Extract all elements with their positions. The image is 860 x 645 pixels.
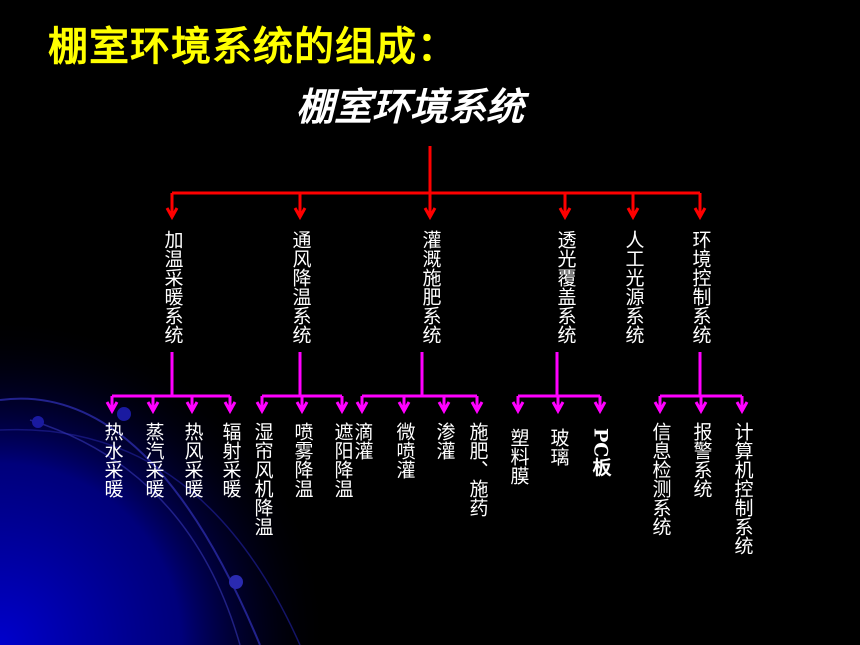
category-label: 灌溉施肥系统 — [419, 230, 442, 344]
leaf-arrow — [593, 401, 607, 415]
leaf-arrow — [146, 401, 160, 415]
category-label: 通风降温系统 — [289, 230, 312, 344]
leaf-label: 湿帘风机降温 — [251, 422, 274, 536]
decor-dot — [32, 416, 44, 428]
category-label: 透光覆盖系统 — [554, 230, 577, 344]
page-title: 棚室环境系统的组成： — [48, 24, 458, 70]
decor-arc — [0, 428, 301, 645]
leaf-label: 渗灌 — [433, 422, 456, 460]
leaf-label: 微喷灌 — [393, 422, 416, 479]
leaf-arrow — [355, 401, 369, 415]
diagram-root-label: 棚室环境系统 — [296, 85, 525, 129]
leaf-arrow — [511, 401, 525, 415]
leaf-label: 信息检测系统 — [649, 422, 672, 536]
leaf-label: 喷雾降温 — [291, 422, 314, 498]
leaf-arrow — [255, 401, 269, 415]
leaf-label: 玻璃 — [547, 428, 570, 466]
leaf-label: 热水采暖 — [101, 422, 124, 498]
leaf-arrow — [735, 401, 749, 415]
category-arrow — [693, 207, 707, 221]
decor-dot — [229, 575, 243, 589]
leaf-label: 塑料膜 — [507, 428, 530, 485]
leaf-arrow — [335, 401, 349, 415]
leaf-arrow — [185, 401, 199, 415]
leaf-label: 施肥、施药 — [466, 422, 489, 517]
leaf-label: PC板 — [589, 428, 612, 477]
category-arrow — [626, 207, 640, 221]
leaf-arrow — [470, 401, 484, 415]
corner-glow — [0, 300, 420, 645]
category-arrow — [293, 207, 307, 221]
category-label: 加温采暖系统 — [161, 230, 184, 344]
leaf-label: 滴灌 — [351, 422, 374, 460]
leaf-arrow — [437, 401, 451, 415]
category-arrow — [165, 207, 179, 221]
leaf-arrow — [694, 401, 708, 415]
leaf-arrow — [105, 401, 119, 415]
leaf-arrow — [397, 401, 411, 415]
leaf-label: 蒸汽采暖 — [142, 422, 165, 498]
leaf-arrow — [295, 401, 309, 415]
leaf-arrow — [551, 401, 565, 415]
decor-arc — [29, 419, 241, 645]
category-arrow — [558, 207, 572, 221]
leaf-label: 遮阳降温 — [331, 422, 354, 498]
leaf-label: 报警系统 — [690, 422, 713, 498]
category-label: 人工光源系统 — [622, 230, 645, 344]
decor-dot — [117, 407, 131, 421]
leaf-label: 辐射采暖 — [219, 422, 242, 498]
leaf-label: 热风采暖 — [181, 422, 204, 498]
category-label: 环境控制系统 — [689, 230, 712, 344]
decor-arc — [0, 397, 261, 645]
leaf-arrow — [223, 401, 237, 415]
leaf-label: 计算机控制系统 — [731, 422, 754, 555]
leaf-arrow — [653, 401, 667, 415]
category-arrow — [423, 207, 437, 221]
